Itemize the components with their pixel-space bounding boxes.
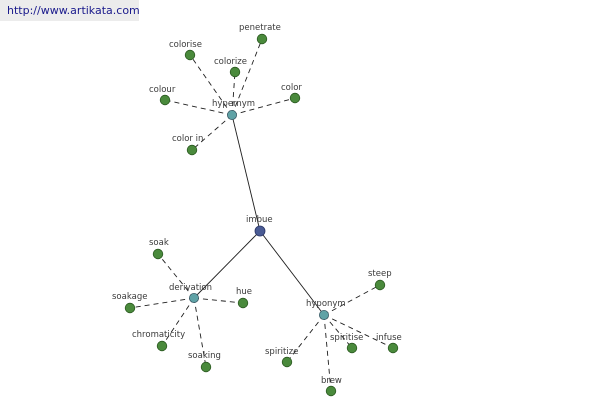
edge-hypernym-color-in — [191, 114, 233, 151]
relation-node-hypernym[interactable] — [226, 110, 237, 121]
word-label-colour: colour — [149, 85, 176, 95]
edge-derivation-soak — [157, 253, 195, 299]
node-layer — [124, 33, 399, 397]
word-label-soakage: soakage — [112, 292, 147, 302]
word-label-steep: steep — [368, 269, 392, 279]
edge-hyponym-steep — [323, 284, 381, 316]
relation-node-hyponym[interactable] — [318, 309, 329, 320]
word-node-brew[interactable] — [325, 385, 337, 397]
edge-hypernym-colour — [164, 99, 233, 116]
edge-derivation-soaking — [193, 297, 207, 368]
source-banner: http://www.artikata.com — [0, 0, 140, 21]
edge-hyponym-spiritise — [323, 314, 353, 349]
word-node-infuse[interactable] — [387, 342, 399, 354]
root-node-imbue[interactable] — [254, 225, 266, 237]
edge-hyponym-brew — [323, 314, 332, 392]
edge-imbue-hypernym — [231, 114, 261, 232]
word-node-chromaticity[interactable] — [156, 340, 168, 352]
edge-hypernym-colorise — [189, 54, 233, 116]
word-label-soaking: soaking — [188, 351, 221, 361]
word-node-colorise[interactable] — [184, 49, 196, 61]
word-node-color-in[interactable] — [186, 144, 198, 156]
word-label-color-in: color in — [172, 134, 203, 144]
edge-derivation-chromaticity — [161, 297, 195, 347]
relation-node-derivation[interactable] — [188, 292, 199, 303]
edge-hypernym-color — [231, 97, 296, 116]
word-node-colorize[interactable] — [229, 66, 241, 78]
root-label-imbue: imbue — [246, 215, 273, 225]
word-label-hue: hue — [236, 287, 252, 297]
relation-label-hypernym: hypernym — [212, 99, 255, 109]
edge-hyponym-spiritize — [286, 314, 325, 363]
word-label-infuse: infuse — [376, 333, 402, 343]
word-node-steep[interactable] — [374, 279, 386, 291]
edge-hyponym-infuse — [323, 314, 394, 349]
word-node-color[interactable] — [289, 92, 301, 104]
word-label-penetrate: penetrate — [239, 23, 281, 33]
word-node-soaking[interactable] — [200, 361, 212, 373]
word-node-hue[interactable] — [237, 297, 249, 309]
source-link[interactable]: http://www.artikata.com — [7, 4, 140, 17]
word-node-soak[interactable] — [152, 248, 164, 260]
edge-imbue-hyponym — [259, 230, 325, 316]
label-layer: imbue hypernym penetrate colorise colorize co… — [112, 23, 402, 386]
edge-hypernym-penetrate — [231, 38, 263, 116]
word-label-soak: soak — [149, 238, 169, 248]
edge-derivation-soakage — [129, 297, 195, 309]
word-label-spiritise: spiritise — [330, 333, 363, 343]
word-node-penetrate[interactable] — [256, 33, 268, 45]
edge-hypernym-colorize — [231, 71, 236, 116]
relation-label-derivation: derivation — [169, 283, 212, 293]
edge-derivation-hue — [193, 297, 244, 304]
word-label-colorize: colorize — [214, 57, 247, 67]
word-node-colour[interactable] — [159, 94, 171, 106]
edge-layer — [129, 38, 394, 392]
edge-imbue-derivation — [193, 230, 261, 299]
word-label-colorise: colorise — [169, 40, 202, 50]
word-label-chromaticity: chromaticity — [132, 330, 185, 340]
relation-label-hyponym: hyponym — [306, 299, 346, 309]
word-node-spiritise[interactable] — [346, 342, 358, 354]
word-label-spiritize: spiritize — [265, 347, 298, 357]
word-node-spiritize[interactable] — [281, 356, 293, 368]
word-label-color: color — [281, 83, 302, 93]
word-label-brew: brew — [321, 376, 342, 386]
word-node-soakage[interactable] — [124, 302, 136, 314]
